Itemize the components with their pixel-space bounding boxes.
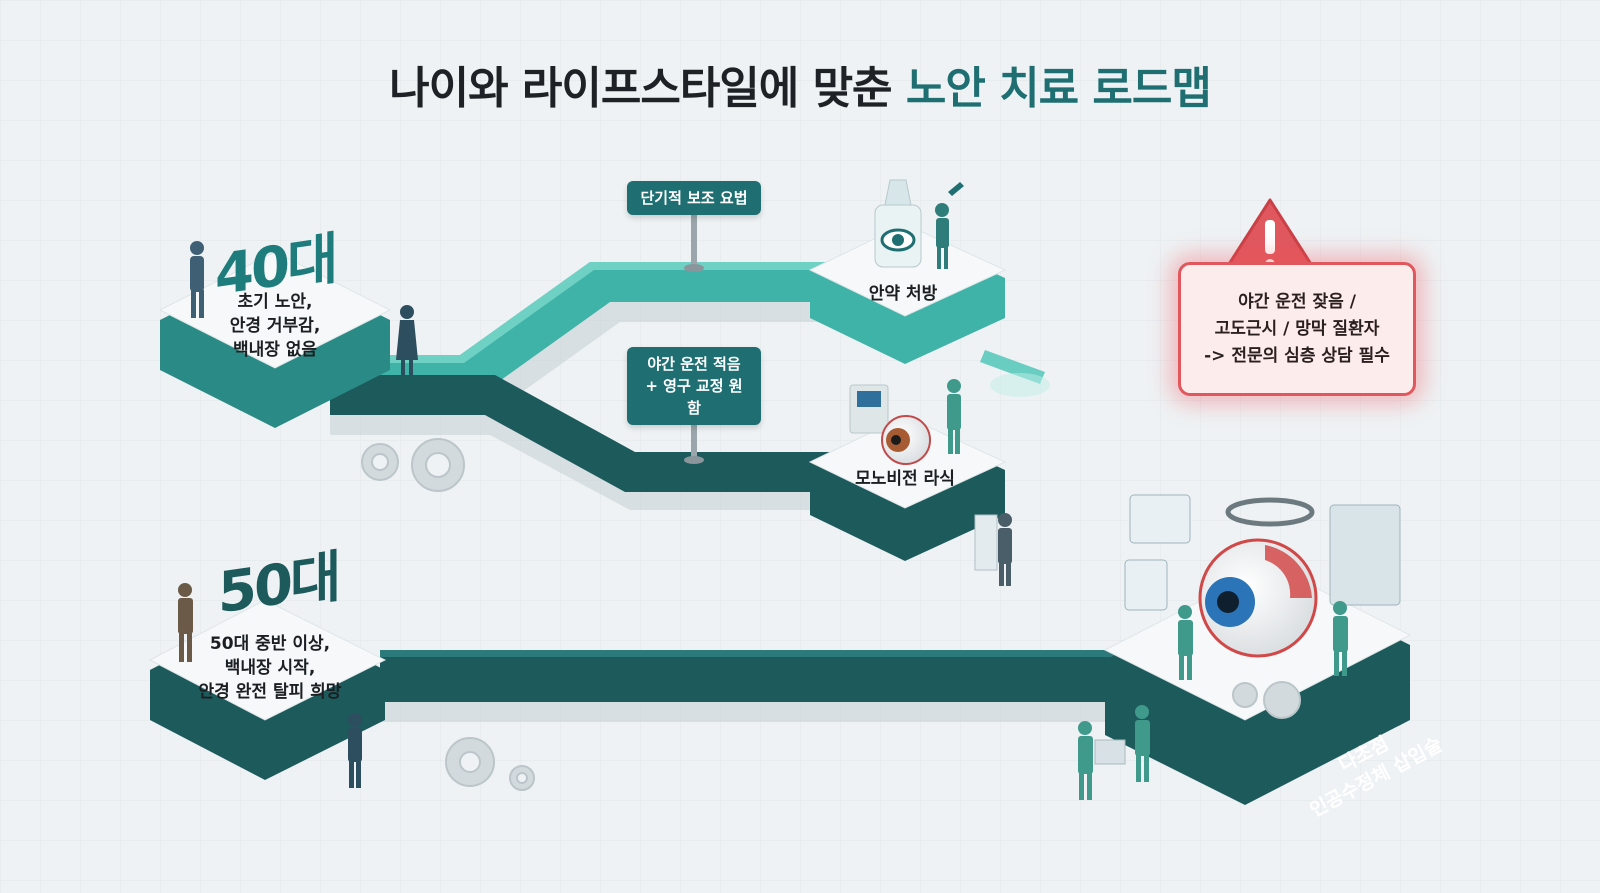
forties-line: 백내장 없음	[232, 340, 318, 360]
iol-eyeball-icon	[1124, 494, 1401, 658]
kiosk	[974, 514, 998, 571]
title-main: 나이와 라이프스타일에 맞춘	[389, 63, 906, 114]
forties-line: 안경 거부감,	[229, 316, 321, 336]
fifties-line: 50대 중반 이상,	[209, 634, 331, 654]
eyeball-lasik-icon	[849, 384, 931, 465]
monitor-desk	[1094, 739, 1126, 765]
signpost-pole-lower	[691, 405, 697, 460]
warning-line: 고도근시 / 망막 질환자	[1214, 319, 1380, 339]
path-monovision	[330, 375, 835, 510]
forties-description: 초기 노안, 안경 거부감, 백내장 없음	[195, 290, 355, 362]
age-label-fifties: 50대	[218, 544, 339, 627]
warning-line: -> 전문의 심층 상담 필수	[1204, 346, 1390, 366]
sign-night-driving: 야간 운전 적음 + 영구 교정 원함	[627, 347, 761, 425]
forties-line: 초기 노안,	[237, 292, 313, 312]
laser-device-icon	[980, 350, 1050, 397]
eye-drop-bottle-icon	[874, 179, 964, 268]
platform-fifties	[148, 599, 387, 780]
fifties-line: 안경 완전 탈피 희망	[198, 682, 342, 702]
signpost-base-lower	[684, 456, 704, 464]
sign-short-term: 단기적 보조 요법	[627, 181, 761, 215]
warning-line: 야간 운전 잦음 /	[1238, 292, 1356, 312]
warning-box: 야간 운전 잦음 / 고도근시 / 망막 질환자 -> 전문의 심층 상담 필수	[1178, 262, 1416, 396]
sign-line: 야간 운전 적음	[647, 355, 741, 373]
platform-forties	[158, 251, 392, 428]
signpost-pole-upper	[691, 215, 697, 267]
platform-eye-drops	[808, 223, 1007, 364]
gear-icon	[361, 438, 1301, 791]
fifties-line: 백내장 시작,	[224, 658, 316, 678]
title-highlight: 노안 치료 로드맵	[905, 63, 1212, 114]
sign-line: + 영구 교정 원함	[645, 377, 743, 417]
treatment-eye-drops: 안약 처방	[868, 284, 938, 304]
path-multifocal	[380, 650, 1140, 722]
signpost-base-upper	[684, 264, 704, 272]
sign-line: 단기적 보조 요법	[640, 189, 748, 207]
fifties-description: 50대 중반 이상, 백내장 시작, 안경 완전 탈피 희망	[180, 632, 360, 704]
treatment-monovision: 모노비전 라식	[855, 469, 955, 489]
page-title: 나이와 라이프스타일에 맞춘 노안 치료 로드맵	[0, 52, 1600, 116]
person-figures	[178, 203, 1348, 800]
